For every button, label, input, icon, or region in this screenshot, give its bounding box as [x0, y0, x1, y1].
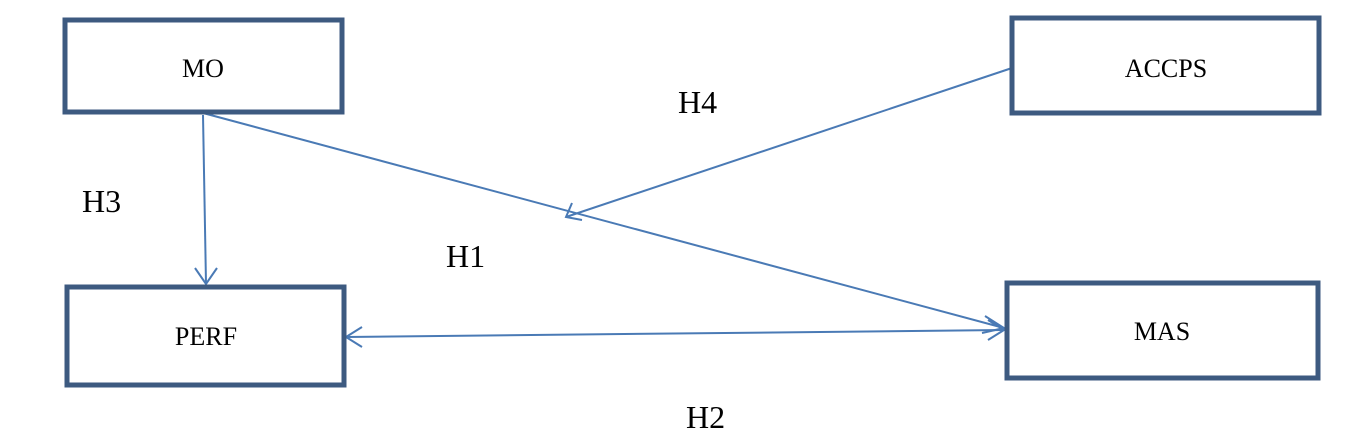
edge-mo-to-mas: [202, 112, 1007, 334]
node-accps-label: ACCPS: [1125, 54, 1207, 83]
edge-accps-to-h1: [564, 67, 1013, 221]
node-perf-label: PERF: [175, 322, 237, 351]
node-mas-label: MAS: [1134, 317, 1190, 346]
label-h4: H4: [678, 84, 717, 120]
edge-mo-to-perf: [194, 114, 218, 286]
node-mas: MAS: [1004, 280, 1321, 381]
node-perf: PERF: [64, 284, 347, 388]
label-h3: H3: [82, 183, 121, 219]
node-accps: ACCPS: [1009, 15, 1322, 116]
edge-mas-perf: [344, 319, 1006, 348]
label-h1: H1: [446, 238, 485, 274]
node-mo-label: MO: [182, 54, 224, 83]
label-h2: H2: [686, 399, 725, 435]
node-mo: MO: [62, 17, 345, 115]
